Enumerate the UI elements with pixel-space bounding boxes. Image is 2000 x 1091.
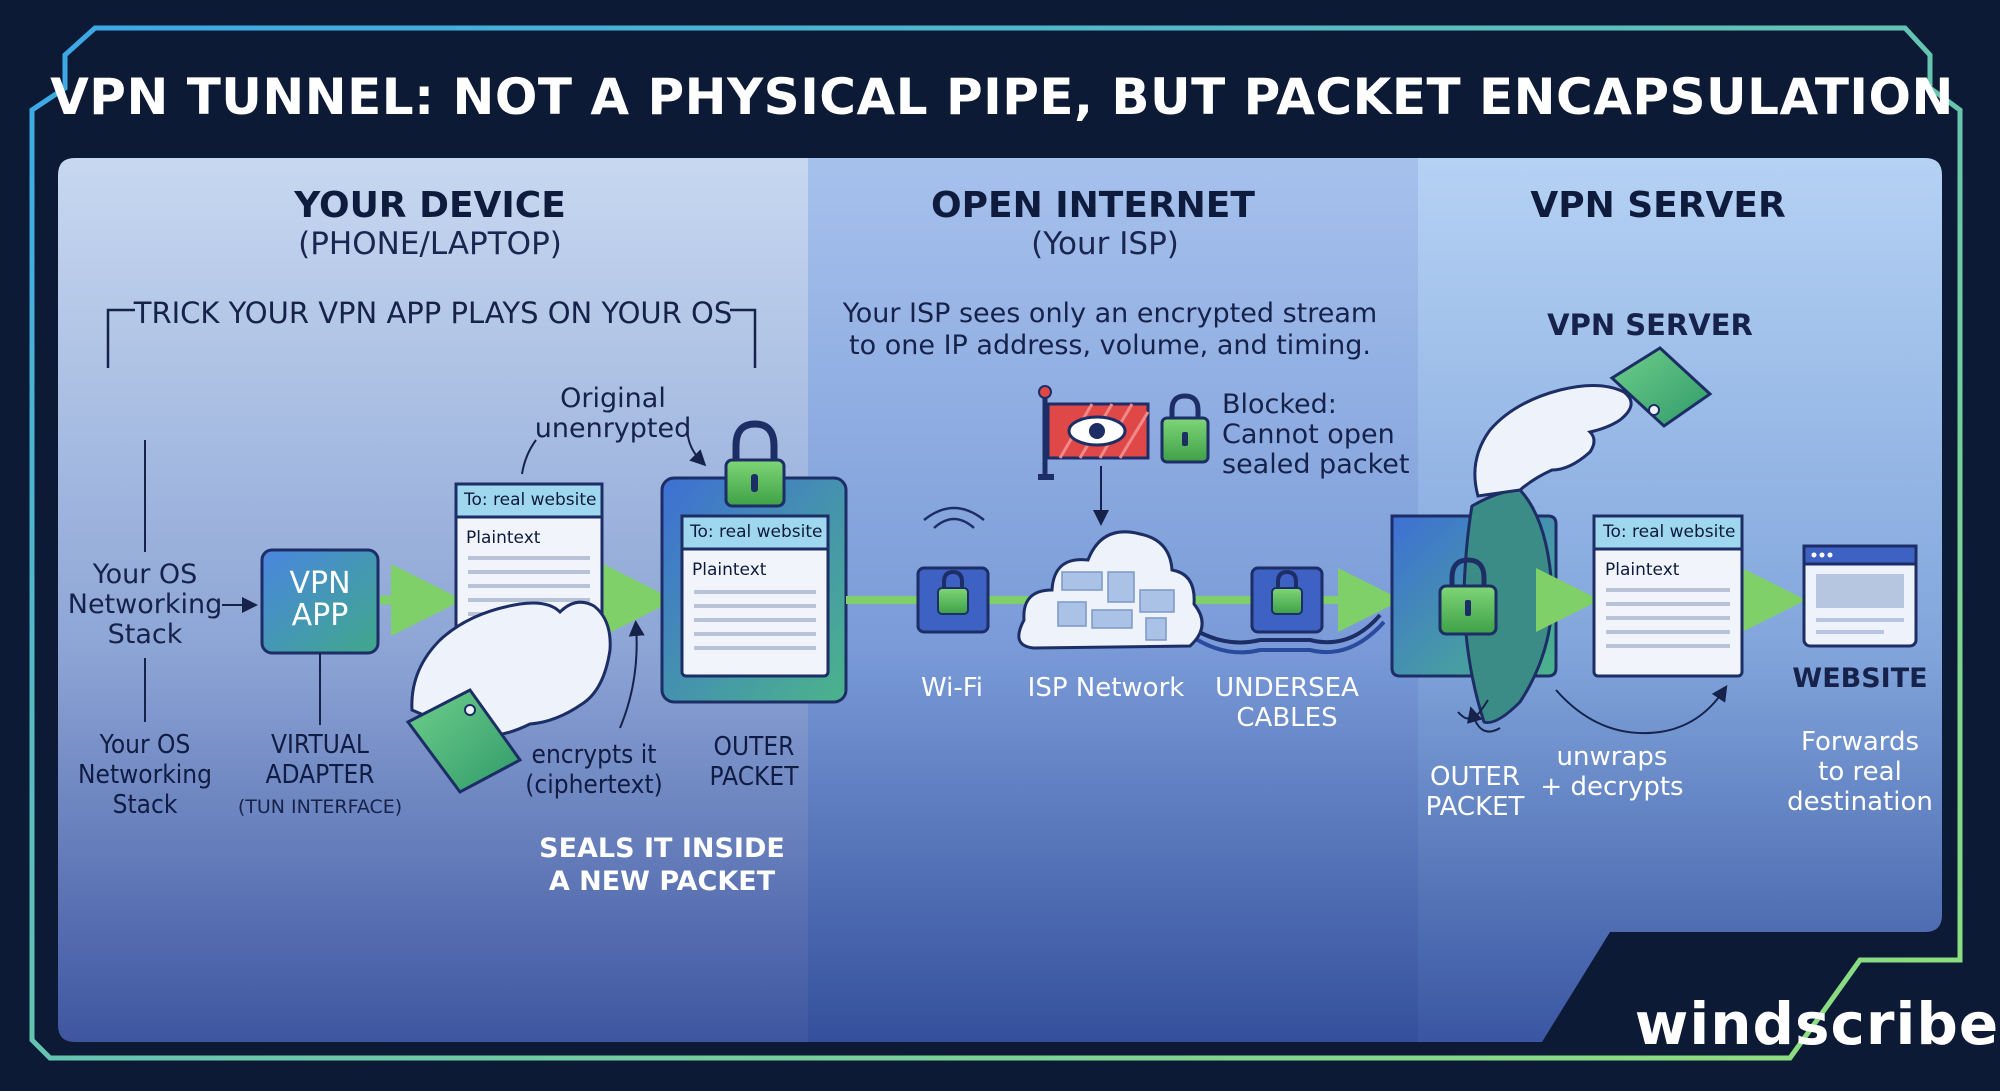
outer-packet-plaintext-label: Plaintext: [692, 560, 767, 580]
brand-logo: windscribe: [1634, 990, 2000, 1058]
server-packet-to-label: To: real website: [1603, 522, 1736, 542]
unwraps-note: unwraps+ decrypts: [1540, 742, 1684, 802]
website-label: WEBSITE: [1792, 663, 1928, 694]
packet-plaintext-label: Plaintext: [466, 528, 541, 548]
section-heading-internet: OPEN INTERNET: [931, 185, 1255, 226]
wifi-label: Wi-Fi: [920, 673, 984, 703]
outer-packet-to-label: To: real website: [690, 522, 823, 542]
section-heading-device: YOUR DEVICE: [294, 185, 566, 226]
packet-to-label: To: real website: [464, 490, 597, 510]
trick-label: TRICK YOUR VPN APP PLAYS ON YOUR OS: [133, 296, 733, 330]
vpn-server-label: VPN SERVER: [1547, 308, 1753, 342]
isp-network-label: ISP Network: [1027, 673, 1185, 703]
server-packet-plaintext-label: Plaintext: [1605, 560, 1680, 580]
page-title: VPN TUNNEL: NOT A PHYSICAL PIPE, BUT PAC…: [50, 68, 1954, 126]
section-sub-device: (PHONE/LAPTOP): [298, 226, 562, 262]
section-heading-server: VPN SERVER: [1530, 185, 1786, 226]
section-sub-internet: (Your ISP): [1031, 226, 1179, 262]
tun-interface-label: (TUN INTERFACE): [237, 796, 403, 818]
encrypts-note: encrypts it(ciphertext): [525, 740, 663, 800]
